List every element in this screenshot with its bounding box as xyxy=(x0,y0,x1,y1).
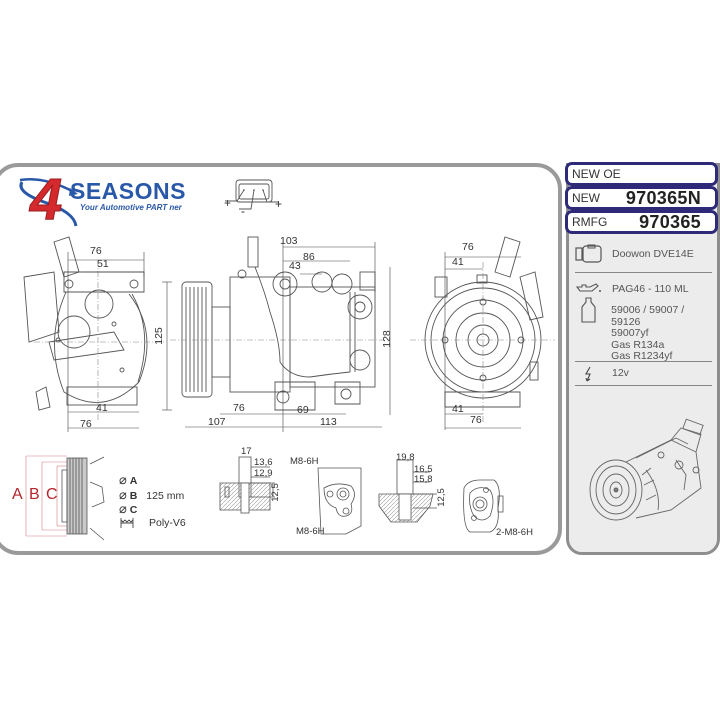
dim-front-bottom-inner: 41 xyxy=(452,403,464,415)
compressor-spec: Doowon DVE14E xyxy=(570,244,714,263)
divider xyxy=(575,385,712,386)
port2-face-drawing xyxy=(463,479,504,533)
dim-side-top-outer: 103 xyxy=(280,235,298,247)
port1-thread-top: M8-6H xyxy=(290,456,319,467)
diameter-b-value: 125 mm xyxy=(146,490,185,502)
oil-code-line: 59006 / 59007 / 59126 xyxy=(611,304,685,328)
new-label: NEW xyxy=(572,191,600,205)
dim-front-bottom-outer: 76 xyxy=(470,414,482,426)
new-part-box: NEW 970365N xyxy=(565,186,718,210)
dim-rear-bottom-inner: 41 xyxy=(96,402,108,414)
pin-plus-right: + xyxy=(275,197,283,211)
oe-box: NEW OE xyxy=(565,162,718,186)
pulley-label-b: B xyxy=(29,486,40,503)
lightning-icon xyxy=(570,366,608,382)
dim-rear-top-outer: 76 xyxy=(90,245,102,257)
compressor-icon xyxy=(570,244,608,263)
gas-type: Gas R1234yf xyxy=(611,350,673,362)
diameter-a-row: ⌀ A xyxy=(119,472,137,488)
port2-section-drawing xyxy=(378,459,437,523)
drawing-panel xyxy=(0,163,562,555)
port2-dim-mid: 16,5 xyxy=(414,464,433,475)
divider xyxy=(575,361,712,362)
pin-minus: - xyxy=(241,204,245,218)
oil-codes-spec: 59006 / 59007 / 59126 59007yf Gas R134a … xyxy=(570,297,714,363)
logo-swoosh-icon xyxy=(19,178,78,227)
dim-side-bottom-b: 69 xyxy=(297,404,309,416)
pin-plus-left: + xyxy=(224,196,232,210)
oe-label: NEW OE xyxy=(572,167,621,181)
diameter-icon: ⌀ xyxy=(119,501,127,516)
dim-line xyxy=(162,281,172,411)
port1-thread-bottom: M8-6H xyxy=(296,526,325,537)
oil-spec: PAG46 - 110 ML xyxy=(570,283,714,295)
dim-side-top-inner: 43 xyxy=(289,260,301,272)
port2-dim-inner: 15,8 xyxy=(414,474,433,485)
dim-rear-top-inner: 51 xyxy=(97,258,109,270)
front-view-drawing xyxy=(410,236,555,430)
belt-type: Poly-V6 xyxy=(149,517,186,529)
diameter-c-row: ⌀ C xyxy=(119,501,137,517)
diameter-c-letter: C xyxy=(129,504,138,516)
diameter-b-row: ⌀ B 125 mm xyxy=(119,487,184,503)
dim-line xyxy=(389,267,391,415)
port1-depth: 12,5 xyxy=(269,483,281,502)
dim-side-bottom-c: 107 xyxy=(208,416,226,428)
rear-view-drawing xyxy=(23,236,164,432)
dim-side-top-mid: 86 xyxy=(303,251,315,263)
pulley-label-a: A xyxy=(12,486,23,503)
diameter-a-letter: A xyxy=(129,475,138,487)
divider xyxy=(575,272,712,273)
port2-dim-outer: 19,8 xyxy=(396,452,415,463)
logo-numeral: 4 xyxy=(29,167,63,232)
port2-depth: 12,5 xyxy=(435,488,447,507)
oil-code-line: 59007yf xyxy=(611,327,649,339)
voltage: 12v xyxy=(612,367,629,379)
compressor-model: Doowon DVE14E xyxy=(612,248,694,260)
brand-logo: 4 SEASONS Your Automotive PART ner xyxy=(14,169,186,236)
dim-front-top-outer: 76 xyxy=(462,241,474,253)
rmfg-label: RMFG xyxy=(572,215,608,229)
diameter-b-letter: B xyxy=(129,490,138,502)
oil-bottle-icon xyxy=(570,297,607,363)
port1-dim-outer: 17 xyxy=(241,446,252,457)
logo-name: SEASONS xyxy=(70,178,186,204)
side-view-drawing xyxy=(170,236,390,432)
dim-front-top-inner: 41 xyxy=(452,256,464,268)
port2-thread: 2-M8-6H xyxy=(496,527,533,538)
connector-pinout-diagram xyxy=(225,179,279,210)
port1-dim-mid: 13,6 xyxy=(254,457,273,468)
rmfg-part-number: 970365 xyxy=(639,211,701,232)
pulley-label-c: C xyxy=(46,486,58,503)
port1-section-drawing xyxy=(219,456,275,514)
dim-side-bottom-a: 76 xyxy=(233,402,245,414)
dim-rear-bottom-outer: 76 xyxy=(80,418,92,430)
diameter-icon: ⌀ xyxy=(119,487,127,502)
rmfg-box: RMFG 970365 xyxy=(565,210,718,234)
oil-can-icon xyxy=(570,283,608,295)
voltage-spec: 12v xyxy=(570,366,714,382)
compressor-3d-image xyxy=(589,418,704,521)
port1-dim-inner: 12,9 xyxy=(254,468,273,479)
dim-side-bottom-d: 113 xyxy=(320,416,337,428)
belt-profile-icon xyxy=(120,518,134,528)
pulley-drawing xyxy=(25,455,105,541)
port1-face-drawing xyxy=(317,467,362,535)
logo-tagline: Your Automotive PART ner xyxy=(80,203,182,212)
oil-type: PAG46 - 110 ML xyxy=(612,283,689,295)
diameter-icon: ⌀ xyxy=(119,472,127,487)
new-part-number: 970365N xyxy=(625,187,701,208)
gas-type: Gas R134a xyxy=(611,338,665,351)
